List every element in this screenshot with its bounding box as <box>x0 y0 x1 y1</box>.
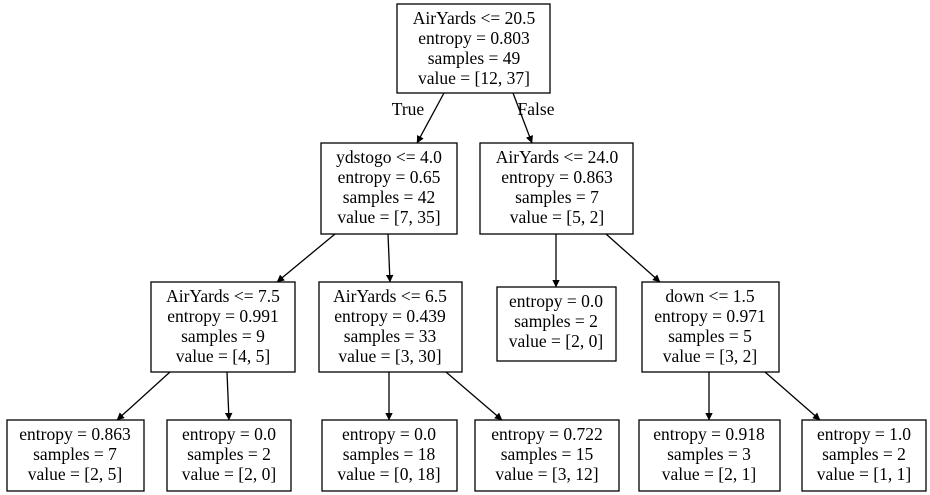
tree-node-leaf: entropy = 0.918 samples = 3 value = [2, … <box>638 419 781 492</box>
edge-n1-n4 <box>385 233 394 283</box>
node-line: value = [12, 37] <box>418 68 530 88</box>
node-line: entropy = 0.0 <box>509 291 603 311</box>
tree-node-leaf: entropy = 0.722 samples = 15 value = [3,… <box>474 419 620 492</box>
node-line: samples = 49 <box>428 48 521 68</box>
tree-node-leaf: entropy = 0.0 samples = 2 value = [2, 0] <box>496 286 617 362</box>
edge-label-false: False <box>518 99 555 119</box>
edge-n0-n1 <box>416 92 445 144</box>
tree-node-leaf: entropy = 0.0 samples = 18 value = [0, 1… <box>321 419 458 492</box>
node-line: entropy = 0.991 <box>167 306 278 326</box>
tree-node-airyards-6-5-split: AirYards <= 6.5 entropy = 0.439 samples … <box>318 281 463 373</box>
node-line: value = [2, 0] <box>509 331 603 351</box>
node-line: AirYards <= 7.5 <box>166 286 280 306</box>
edge-n3-n8 <box>224 371 233 421</box>
edge-n2-n6 <box>605 233 661 283</box>
node-line: value = [3, 2] <box>663 346 757 366</box>
node-line: value = [0, 18] <box>337 464 440 484</box>
node-line: samples = 33 <box>344 326 437 346</box>
node-line: value = [2, 1] <box>662 464 756 484</box>
node-line: entropy = 0.918 <box>653 424 765 444</box>
edge-n6-n12 <box>764 371 821 421</box>
tree-node-airyards-24-split: AirYards <= 24.0 entropy = 0.863 samples… <box>479 142 634 235</box>
node-line: entropy = 0.722 <box>491 424 602 444</box>
tree-node-leaf: entropy = 0.863 samples = 7 value = [2, … <box>6 419 145 492</box>
node-line: entropy = 0.65 <box>338 167 441 187</box>
edge-n3-n7 <box>116 371 171 421</box>
tree-node-root: AirYards <= 20.5 entropy = 0.803 samples… <box>396 3 551 94</box>
node-line: samples = 18 <box>343 444 436 464</box>
node-line: samples = 2 <box>514 311 598 331</box>
node-line: samples = 2 <box>822 444 906 464</box>
node-line: value = [5, 2] <box>510 207 604 227</box>
edge-label-true: True <box>392 99 425 119</box>
node-line: samples = 42 <box>343 187 436 207</box>
tree-node-airyards-7-5-split: AirYards <= 7.5 entropy = 0.991 samples … <box>150 281 296 373</box>
node-line: value = [7, 35] <box>337 207 440 227</box>
node-line: entropy = 0.971 <box>654 306 765 326</box>
edge-n0-n2 <box>512 92 533 144</box>
node-line: AirYards <= 20.5 <box>413 8 536 28</box>
node-line: AirYards <= 24.0 <box>496 147 619 167</box>
tree-node-ydstogo-split: ydstogo <= 4.0 entropy = 0.65 samples = … <box>320 142 458 235</box>
node-line: samples = 3 <box>667 444 751 464</box>
node-line: value = [4, 5] <box>176 346 270 366</box>
tree-node-leaf: entropy = 0.0 samples = 2 value = [2, 0] <box>166 419 292 492</box>
node-line: samples = 7 <box>33 444 117 464</box>
tree-node-leaf: entropy = 1.0 samples = 2 value = [1, 1] <box>801 419 927 492</box>
edge-n1-n3 <box>276 233 336 283</box>
node-line: entropy = 0.439 <box>334 306 446 326</box>
node-line: samples = 9 <box>181 326 265 346</box>
node-line: samples = 15 <box>501 444 594 464</box>
node-line: samples = 2 <box>187 444 271 464</box>
node-line: value = [1, 1] <box>817 464 911 484</box>
node-line: value = [3, 30] <box>338 346 441 366</box>
node-line: ydstogo <= 4.0 <box>336 147 442 167</box>
node-line: samples = 7 <box>515 187 599 207</box>
node-line: value = [2, 5] <box>28 464 122 484</box>
node-line: entropy = 0.863 <box>501 167 613 187</box>
node-line: AirYards <= 6.5 <box>333 286 447 306</box>
node-line: value = [2, 0] <box>182 464 276 484</box>
node-line: entropy = 0.0 <box>342 424 436 444</box>
node-line: samples = 5 <box>668 326 752 346</box>
node-line: value = [3, 12] <box>495 464 598 484</box>
node-line: entropy = 1.0 <box>817 424 911 444</box>
node-line: entropy = 0.863 <box>19 424 131 444</box>
edge-n4-n10 <box>445 371 503 421</box>
tree-node-down-split: down <= 1.5 entropy = 0.971 samples = 5 … <box>641 281 780 373</box>
node-line: entropy = 0.803 <box>418 28 530 48</box>
node-line: entropy = 0.0 <box>182 424 276 444</box>
node-line: down <= 1.5 <box>665 286 755 306</box>
